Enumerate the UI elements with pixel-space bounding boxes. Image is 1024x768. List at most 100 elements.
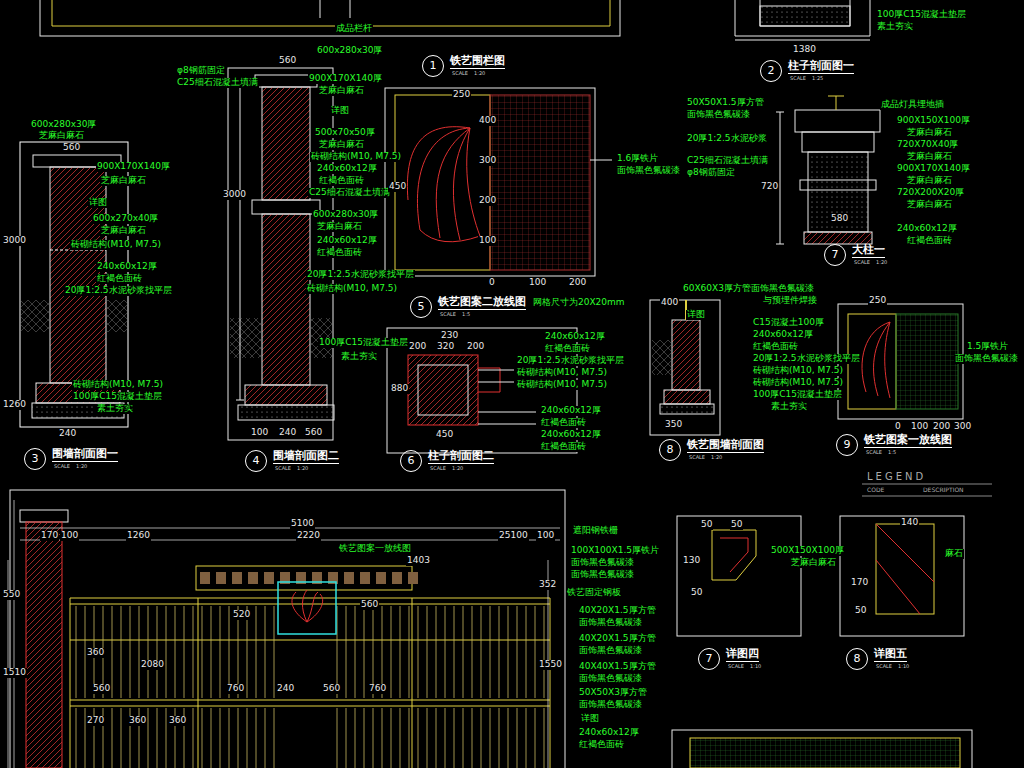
annotation-note: 240x60x12厚 xyxy=(96,262,158,272)
annotation-note: φ8钢筋固定 xyxy=(686,168,736,178)
dimension-text: 100 xyxy=(910,422,929,432)
annotation-note: 素土夯实 xyxy=(876,22,914,32)
dimension-text: 550 xyxy=(2,590,21,600)
annotation-note: 40X20X1.5厚方管 xyxy=(578,634,657,644)
scale-label: SCALE xyxy=(854,260,870,266)
dimension-text: 560 xyxy=(62,143,81,153)
dimension-text: 50 xyxy=(730,520,743,530)
dimension-text: 100 xyxy=(478,236,497,246)
detail-marker: 7详图四SCALE1:10 xyxy=(698,648,720,670)
annotation-note: 20厚1:2.5水泥砂浆找平层 xyxy=(752,354,861,364)
detail-title: 铁艺围栏图 xyxy=(450,54,505,69)
dimension-text: 130 xyxy=(682,556,701,566)
dimension-text: 400 xyxy=(478,116,497,126)
dimension-text: 560 xyxy=(278,56,297,66)
dimension-text: 360 xyxy=(128,716,147,726)
panel-square xyxy=(408,572,418,584)
annotation-note: 面饰黑色氟碳漆 xyxy=(570,570,635,580)
dimension-text: 300 xyxy=(953,422,972,432)
scale-label: SCALE xyxy=(876,664,892,670)
annotation-note: C25细石混凝土填满 xyxy=(176,78,259,88)
annotation-note: 240x60x12厚 xyxy=(316,164,378,174)
dimension-text: 560 xyxy=(304,428,323,438)
fence-bar xyxy=(436,606,437,768)
fence-bar xyxy=(400,606,401,768)
dimension-text: 200 xyxy=(568,278,587,288)
fence-bar xyxy=(220,606,221,768)
annotation-note: 1.6厚铁片 xyxy=(616,154,659,164)
annotation-note: 20厚1:2.5水泥砂浆找平层 xyxy=(516,356,625,366)
annotation-note: 600x280x30厚 xyxy=(30,120,97,130)
scale-label: SCALE xyxy=(790,76,806,82)
scale-value: 1:25 xyxy=(812,76,823,82)
annotation-note: 网格尺寸为20X20mm xyxy=(532,298,626,308)
annotation-note: 芝麻白麻石 xyxy=(906,128,953,138)
annotation-note: 红褐色面砖 xyxy=(316,248,363,258)
dimension-text: LEGEND xyxy=(866,471,927,482)
annotation-note: 900X170X140厚 xyxy=(96,162,171,172)
detail-marker: 4围墙剖面图二SCALE1:20 xyxy=(245,450,267,472)
dimension-text: 880 xyxy=(390,384,409,394)
dimension-text: 320 xyxy=(436,342,455,352)
annotation-note: 红褐色面砖 xyxy=(544,344,591,354)
annotation-note: 40X40X1.5厚方管 xyxy=(578,662,657,672)
dimension-text: 200 xyxy=(466,342,485,352)
fence-bar xyxy=(346,606,347,768)
fence-bar xyxy=(85,606,86,768)
fence-bar xyxy=(445,606,446,768)
detail-marker: 2柱子剖面图一SCALE1:25 xyxy=(760,60,782,82)
dimension-text: 360 xyxy=(168,716,187,726)
annotation-note: 铁艺固定钢板 xyxy=(566,588,622,598)
annotation-note: 900X150X100厚 xyxy=(896,116,971,126)
annotation-note: 100X100X1.5厚铁片 xyxy=(570,546,660,556)
fence-bar xyxy=(166,606,167,768)
detail-title: 铁艺图案二放线图 xyxy=(438,295,526,310)
scale-value: 1:20 xyxy=(76,464,87,470)
fence-bar xyxy=(463,606,464,768)
annotation-note: 240x60x12厚 xyxy=(896,224,958,234)
dimension-text: 2080 xyxy=(140,660,165,670)
dimension-text: 250 xyxy=(868,296,887,306)
dimension-text: 560 xyxy=(92,684,111,694)
dimension-text: 50 xyxy=(854,606,867,616)
annotation-note: 详图 xyxy=(580,714,600,724)
detail-marker: 5铁艺图案二放线图SCALE1:5 xyxy=(410,296,432,318)
annotation-note: 60X60X3厚方管面饰黑色氟碳漆 xyxy=(682,284,815,294)
dimension-text: 2220 xyxy=(296,531,321,541)
detail-title: 围墙剖面图一 xyxy=(52,447,118,462)
dimension-text: 170 xyxy=(850,578,869,588)
annotation-note: 红褐色面砖 xyxy=(318,176,365,186)
annotation-note: 红褐色面砖 xyxy=(578,740,625,750)
annotation-note: 50X50X3厚方管 xyxy=(578,688,648,698)
dimension-text: 25100 xyxy=(498,531,529,541)
fence-bar xyxy=(364,606,365,768)
panel-square xyxy=(360,572,370,584)
annotation-note: 600x280x30厚 xyxy=(316,46,383,56)
annotation-note: 红褐色面砖 xyxy=(906,236,953,246)
dimension-text: 50 xyxy=(690,588,703,598)
dimension-text: 100 xyxy=(60,531,79,541)
annotation-note: 900X170X140厚 xyxy=(896,164,971,174)
callout-number: 5 xyxy=(410,296,432,318)
dimension-text: 50 xyxy=(700,520,713,530)
annotation-note: 砖砌结构(M10, M7.5) xyxy=(70,240,162,250)
dimension-text: 5100 xyxy=(290,519,315,529)
annotation-note: 详图 xyxy=(686,310,706,320)
scale-label: SCALE xyxy=(689,455,705,461)
dimension-text: 1380 xyxy=(792,45,817,55)
annotation-note: 100厚C15混凝土垫层 xyxy=(318,338,409,348)
annotation-note: 1.5厚铁片 xyxy=(966,342,1009,352)
panel-square xyxy=(248,572,258,584)
callout-number: 4 xyxy=(245,450,267,472)
annotation-note: 砖砌结构(M10, M7.5) xyxy=(752,378,844,388)
dimension-text: 1510 xyxy=(2,668,27,678)
callout-number: 8 xyxy=(846,648,868,670)
annotation-note: 素土夯实 xyxy=(770,402,808,412)
fence-bar xyxy=(256,606,257,768)
fence-bar xyxy=(508,606,509,768)
fence-bar xyxy=(391,606,392,768)
scale-value: 1:5 xyxy=(462,312,470,318)
fence-bar xyxy=(409,606,410,768)
annotation-note: 芝麻白麻石 xyxy=(318,86,365,96)
annotation-note: 芝麻白麻石 xyxy=(316,222,363,232)
